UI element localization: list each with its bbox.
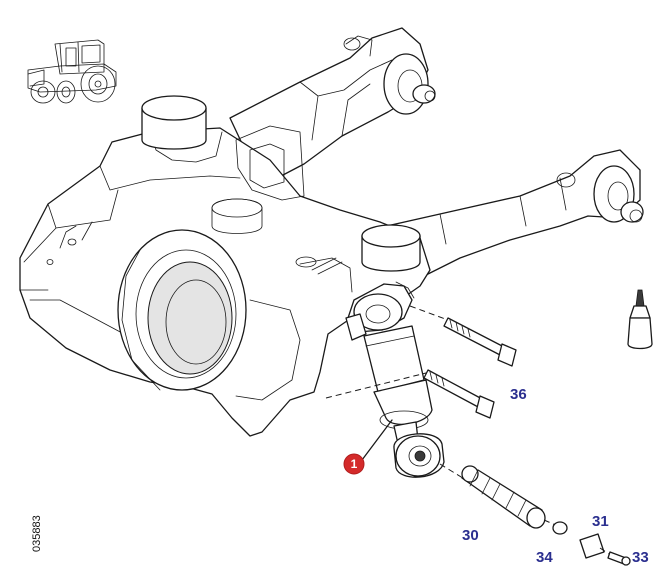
drawing-number: 035883 [31, 515, 43, 552]
part-label-36: 36 [510, 386, 527, 403]
bolt-lower [325, 369, 495, 419]
axle-housing [19, 27, 644, 437]
part-label-30: 30 [462, 527, 479, 544]
shock-absorber [345, 281, 445, 478]
part-label-31: 31 [592, 513, 609, 530]
small-screw [599, 547, 631, 566]
tractor-icon [27, 39, 117, 104]
part-label-34: 34 [536, 549, 553, 566]
lock-plate [579, 533, 605, 559]
sealant-bottle-icon [627, 289, 653, 350]
callout-1: 1 [343, 453, 365, 475]
callout-1-label: 1 [351, 457, 358, 471]
pin-cap [543, 519, 568, 535]
pivot-pin [439, 463, 546, 529]
callout-leader [361, 419, 393, 461]
bolt-upper [409, 305, 517, 367]
part-label-33: 33 [632, 549, 649, 566]
